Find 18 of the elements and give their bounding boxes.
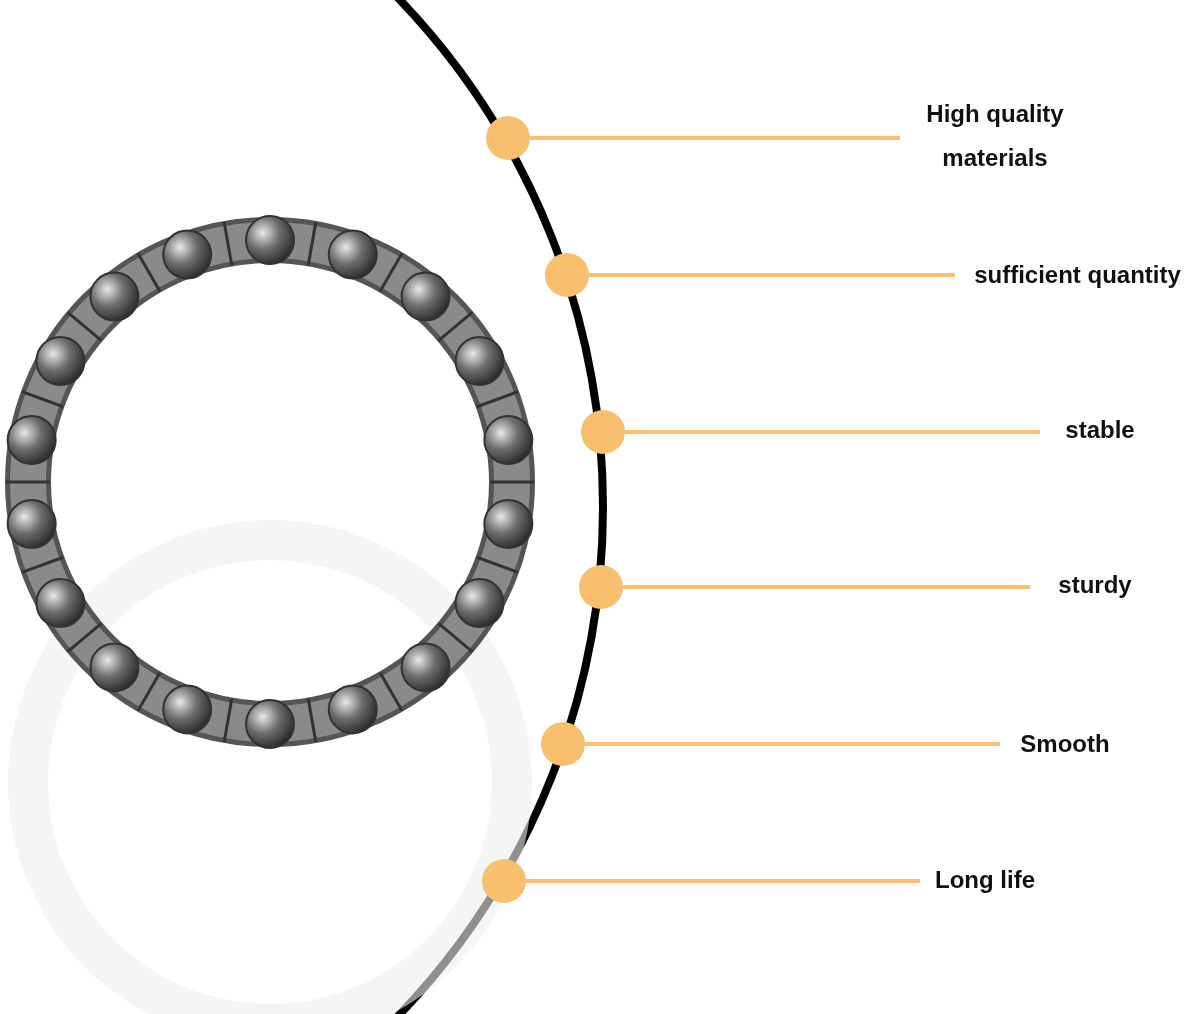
marker-dot [581,410,625,454]
marker-dot [482,859,526,903]
leader-line [526,879,920,883]
feature-label: High quality materials [900,92,1090,180]
marker-dot [545,253,589,297]
feature-label: Smooth [1000,722,1130,766]
feature-label: sturdy [1030,563,1160,607]
feature-label: stable [1040,408,1160,452]
feature-label: sufficient quantity [955,253,1200,297]
feature-label: Long life [920,858,1050,902]
marker-dot [541,722,585,766]
marker-dot [579,565,623,609]
leader-line [623,585,1030,589]
marker-dot [486,116,530,160]
leader-line [530,136,900,140]
leader-line [625,430,1040,434]
leader-line [585,742,1000,746]
leader-line [589,273,955,277]
